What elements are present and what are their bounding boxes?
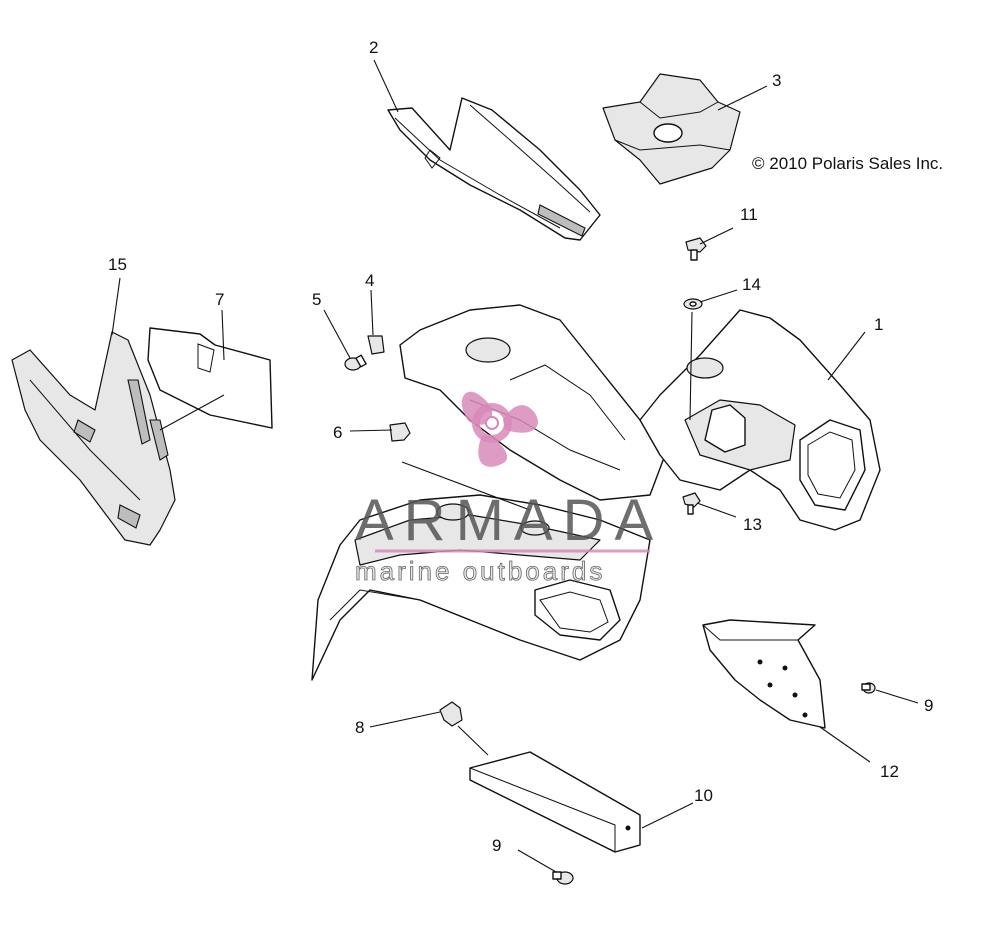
watermark-brand: ARMADA (355, 488, 663, 553)
watermark-tagline: marine outboards (355, 556, 605, 586)
callout-9-right: 9 (924, 696, 933, 715)
watermark: ARMADA marine outboards (355, 391, 663, 586)
callout-11: 11 (740, 205, 758, 224)
callout-15: 15 (108, 255, 127, 274)
part-6-grommet (389, 422, 411, 442)
part-12-bracket-plate (702, 619, 826, 729)
part-9-screw-right (861, 682, 876, 694)
part-7-decal (147, 327, 273, 429)
callout-1: 1 (874, 315, 883, 334)
callout-13: 13 (743, 515, 762, 534)
part-13-push-rivet (682, 492, 701, 515)
watermark-propeller-logo (461, 391, 538, 467)
callout-5: 5 (312, 290, 321, 309)
part-14-washer (683, 298, 703, 310)
callout-7: 7 (215, 290, 224, 309)
part-3-top-cover (602, 73, 741, 185)
part-1-front-nose (639, 309, 881, 531)
callout-10: 10 (694, 786, 713, 805)
copyright-text: © 2010 Polaris Sales Inc. (752, 154, 943, 173)
callout-4: 4 (365, 271, 374, 290)
callout-2: 2 (369, 38, 378, 57)
part-15-fender-panel (11, 331, 176, 546)
callout-9-bottom: 9 (492, 836, 501, 855)
callout-6: 6 (333, 423, 342, 442)
part-11-push-rivet (685, 237, 707, 261)
part-9-screw-bottom (552, 871, 574, 885)
part-4-clip (367, 335, 385, 355)
leader-lines (111, 59, 919, 873)
callout-12: 12 (880, 762, 899, 781)
part-8-fastener (439, 701, 463, 727)
part-2-side-panel (387, 97, 601, 241)
callout-3: 3 (772, 71, 781, 90)
callout-14: 14 (742, 275, 761, 294)
callout-8: 8 (355, 718, 364, 737)
callout-labels: 1 2 3 4 5 6 7 8 9 9 10 11 12 13 14 15 (108, 38, 933, 855)
part-10-skid-plate (469, 751, 641, 853)
part-5-screw (344, 354, 367, 371)
